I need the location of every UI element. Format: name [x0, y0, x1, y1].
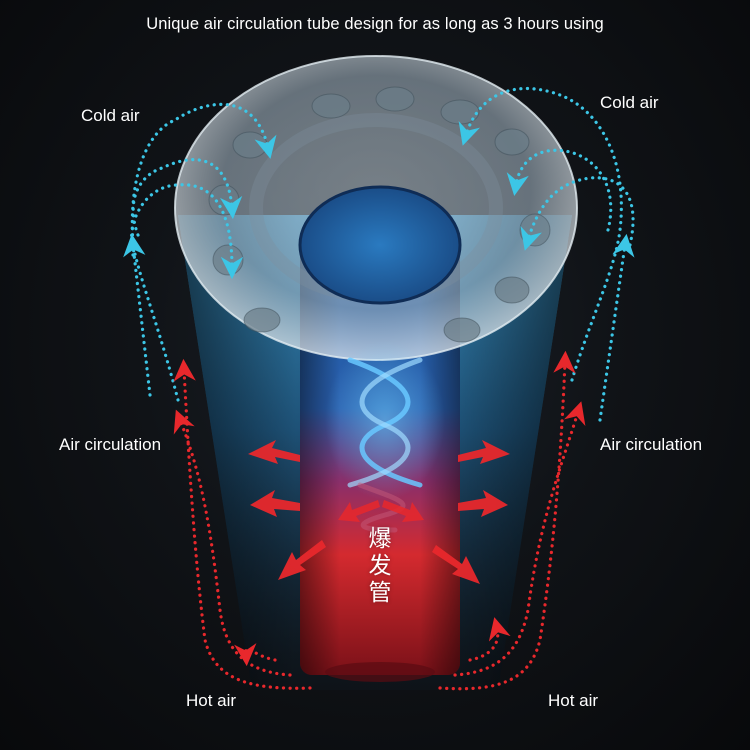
disc-hole: [494, 128, 530, 156]
cold-air-path-left-mid: [131, 158, 243, 237]
heat-arrow-right-upper: [458, 440, 510, 464]
cold-air-label-right: Cold air: [600, 93, 659, 112]
helix-spring: [347, 357, 423, 533]
disc-hole: [494, 276, 530, 304]
disc-hole: [212, 244, 244, 276]
cold-air-path-right-outer: [458, 86, 623, 382]
heat-arrow-right-lower: [432, 545, 480, 584]
hot-air-path-left-outer: [173, 358, 312, 690]
cold-air-path-left-inner: [130, 183, 244, 280]
cold-air-flow: [123, 86, 635, 422]
heat-arrow-left-middle: [250, 490, 300, 517]
burst-tube-label: 爆发管: [368, 526, 392, 606]
cold-air-path-left-outer: [130, 102, 277, 402]
air-circulation-label-left: Air circulation: [59, 435, 162, 454]
hot-air-path-right-outer: [438, 350, 576, 691]
hot-air-path-right-mid: [453, 401, 586, 677]
cold-air-label-left: Cold air: [81, 106, 140, 125]
heat-arrow-center-left: [338, 500, 380, 522]
disc-holes: [208, 86, 551, 343]
air-circulation-label-right: Air circulation: [600, 435, 703, 454]
disc-hole: [243, 307, 281, 333]
disc-hole: [443, 317, 481, 343]
helix-glow: [325, 340, 445, 500]
heat-arrow-right-middle: [458, 490, 508, 517]
hot-air-label-right: Hot air: [548, 691, 599, 710]
hot-air-path-right-inner: [468, 617, 511, 662]
burst-tube-cap: [298, 185, 462, 305]
hot-air-flow: [173, 350, 586, 691]
disc-hole: [375, 86, 415, 112]
headline: Unique air circulation tube design for a…: [146, 15, 604, 33]
heat-arrow-left-upper: [248, 440, 300, 464]
disc-hole: [311, 93, 351, 119]
disc-hole: [232, 131, 268, 159]
burst-tube-bottom: [325, 662, 435, 682]
disc-hole: [208, 184, 240, 216]
heat-arrow-center-right: [382, 500, 424, 522]
cold-air-path-left-up: [123, 233, 152, 397]
cold-air-path-right-mid: [506, 148, 613, 232]
cold-air-path-right-inner: [520, 176, 635, 251]
hot-air-path-left-inner: [234, 643, 277, 667]
heat-arrows: [248, 440, 510, 584]
hot-air-label-left: Hot air: [186, 691, 237, 710]
cold-air-path-right-up: [598, 233, 635, 422]
heat-arrow-left-lower: [278, 540, 326, 580]
